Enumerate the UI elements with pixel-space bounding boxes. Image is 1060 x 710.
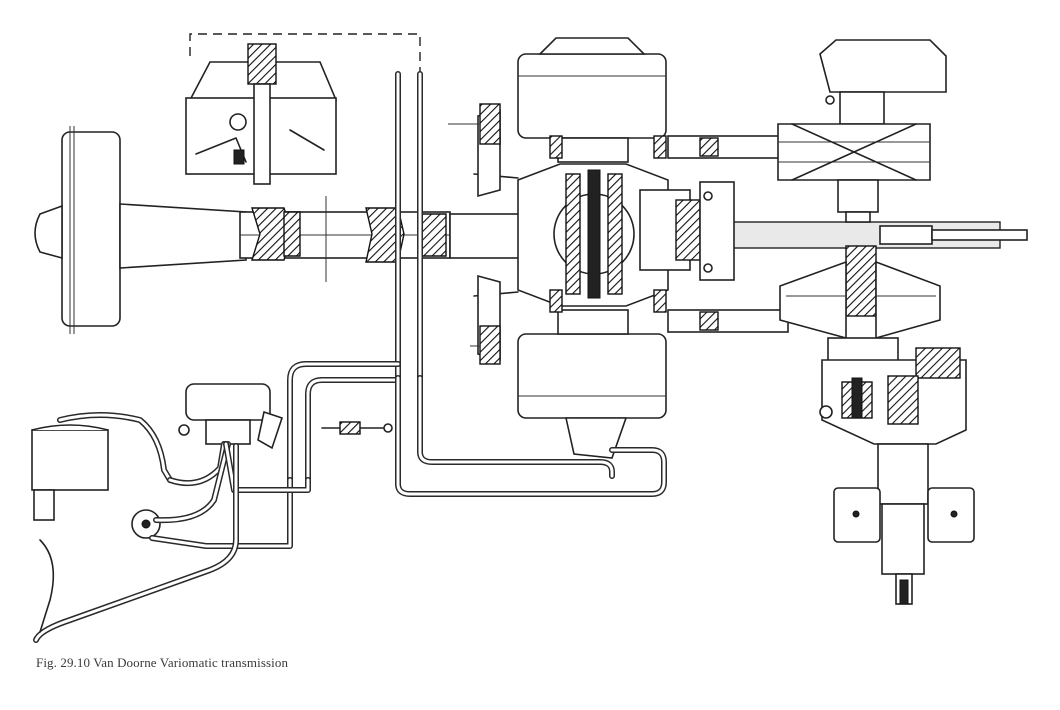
secondary-pulley-upper — [777, 39, 947, 223]
output-flange — [639, 181, 735, 281]
primary-pulley-lower — [517, 309, 667, 459]
carburettor-vacuum-valve — [131, 383, 393, 539]
air-filter — [31, 424, 109, 521]
shaft-couplings — [251, 207, 447, 263]
vacuum-hoses — [33, 361, 667, 643]
variomatic-transmission-drawing — [31, 33, 1028, 643]
primary-pulley-upper — [517, 37, 667, 163]
vacuum-pipes-vertical — [395, 71, 423, 381]
vacuum-control-unit — [185, 33, 421, 185]
engine-flywheel-housing — [34, 126, 247, 334]
figure-caption: Fig. 29.10 Van Doorne Variomatic transmi… — [36, 655, 289, 670]
differential-housing — [448, 103, 669, 365]
final-reduction-gearbox — [819, 347, 975, 605]
drive-belts — [667, 135, 789, 333]
